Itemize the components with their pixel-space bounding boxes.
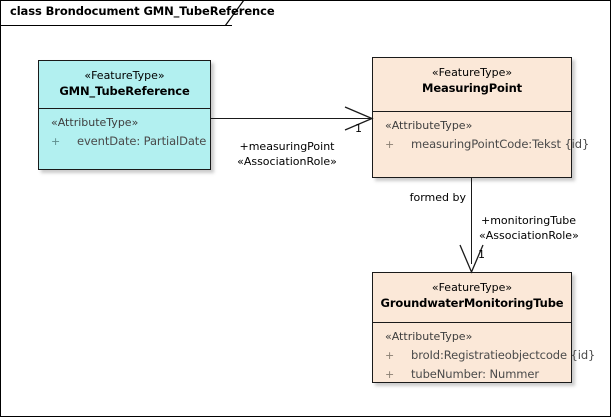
canvas-border-left	[0, 0, 1, 417]
diagram-title-tab-corner	[225, 0, 245, 26]
association-role-monitoring-tube: +monitoringTube	[481, 214, 577, 227]
attribute-row: + eventDate: PartialDate	[39, 131, 210, 150]
class-attributes-groundwater-monitoring-tube: «AttributeType» + broId:Registratieobject…	[373, 323, 595, 391]
class-header-groundwater-monitoring-tube: «FeatureType» GroundwaterMonitoringTube	[373, 273, 571, 323]
diagram-title: class Brondocument GMN_TubeReference	[10, 4, 275, 18]
association-arrowhead-measuring-point	[344, 106, 374, 131]
class-stereotype: «FeatureType»	[84, 69, 165, 82]
attribute-visibility: +	[51, 135, 61, 148]
association-line-monitoring-tube[interactable]	[471, 178, 473, 264]
attribute-row: + tubeNumber: Nummer	[373, 364, 571, 383]
class-name: GMN_TubeReference	[59, 84, 190, 98]
diagram-title-tab: class Brondocument GMN_TubeReference	[0, 0, 275, 26]
class-name: MeasuringPoint	[422, 81, 522, 95]
attribute-visibility: +	[385, 138, 395, 151]
diagram-title-underline	[0, 25, 232, 26]
association-role-stereotype-monitoring-tube: «AssociationRole»	[479, 229, 579, 242]
association-multiplicity-measuring-point: 1	[355, 122, 362, 135]
canvas-border-top	[0, 0, 611, 1]
class-name: GroundwaterMonitoringTube	[380, 296, 564, 310]
attribute-text: eventDate: PartialDate	[77, 134, 207, 148]
attribute-section-label: «AttributeType»	[385, 119, 473, 132]
attribute-section-label: «AttributeType»	[385, 330, 473, 343]
association-name-monitoring-tube: formed by	[409, 191, 466, 204]
class-stereotype: «FeatureType»	[431, 281, 513, 294]
attribute-row: + broId:Registratieobjectcode {id}	[373, 345, 595, 364]
class-box-gmn-tube-reference[interactable]: «FeatureType» GMN_TubeReference «Attribu…	[38, 60, 211, 170]
class-header-measuring-point: «FeatureType» MeasuringPoint	[373, 58, 571, 112]
class-attributes-measuring-point: «AttributeType» + measuringPointCode:Teks…	[373, 112, 589, 161]
class-stereotype: «FeatureType»	[431, 66, 513, 79]
association-arrowhead-monitoring-tube	[459, 244, 484, 274]
attribute-text: broId:Registratieobjectcode {id}	[411, 348, 596, 362]
class-attributes-gmn-tube-reference: «AttributeType» + eventDate: PartialDate	[39, 109, 210, 158]
attribute-text: measuringPointCode:Tekst {id}	[411, 137, 590, 151]
attribute-visibility: +	[385, 368, 395, 381]
class-box-groundwater-monitoring-tube[interactable]: «FeatureType» GroundwaterMonitoringTube …	[372, 272, 595, 383]
attribute-visibility: +	[385, 349, 395, 362]
association-line-measuring-point[interactable]	[211, 118, 372, 120]
attribute-row: + measuringPointCode:Tekst {id}	[373, 134, 589, 153]
class-header-gmn-tube-reference: «FeatureType» GMN_TubeReference	[39, 61, 210, 109]
class-box-measuring-point[interactable]: «FeatureType» MeasuringPoint «AttributeT…	[372, 57, 589, 178]
attribute-section-label: «AttributeType»	[51, 116, 139, 129]
association-multiplicity-monitoring-tube: 1	[478, 248, 485, 261]
association-role-stereotype-measuring-point: «AssociationRole»	[237, 155, 337, 168]
attribute-text: tubeNumber: Nummer	[411, 367, 539, 381]
association-role-measuring-point: +measuringPoint	[239, 140, 335, 153]
